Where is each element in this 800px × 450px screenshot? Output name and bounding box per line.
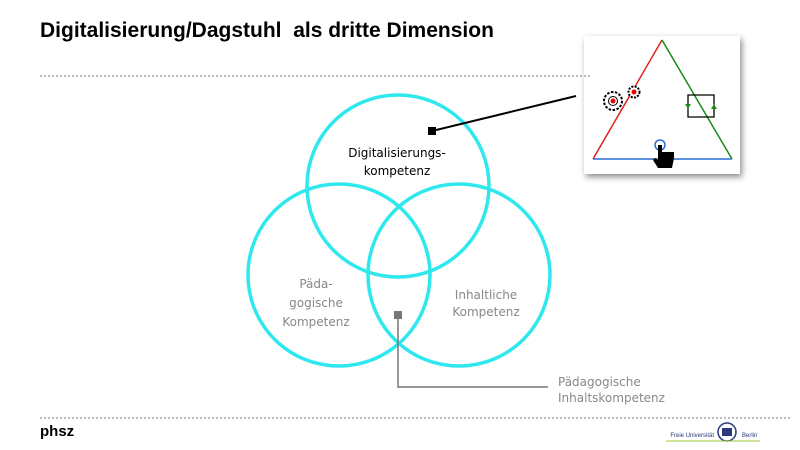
label-pik-2: Inhaltskompetenz <box>558 391 665 405</box>
slide-title: Digitalisierung/Dagstuhl als dritte Dime… <box>40 19 494 42</box>
cycle-arrows-icon <box>685 94 717 118</box>
label-paed-2: gogische <box>289 296 343 310</box>
gears-icon <box>603 85 641 111</box>
intersection-marker <box>394 311 402 319</box>
circle-inhaltlich <box>366 182 552 368</box>
label-inhalt-1: Inhaltliche <box>455 288 517 302</box>
label-digital-1: Digitalisierungs- <box>348 146 446 160</box>
label-pik-1: Pädagogische <box>558 375 641 389</box>
callout-marker <box>428 127 436 135</box>
svg-text:Berlin: Berlin <box>742 433 757 439</box>
touch-hand-icon <box>653 139 674 168</box>
phsz-logo: phsz <box>40 423 74 440</box>
label-paed-1: Päda- <box>299 277 332 291</box>
intersection-callout-line <box>397 319 548 388</box>
label-digital-2: kompetenz <box>364 164 431 178</box>
svg-text:Freie Universität: Freie Universität <box>670 433 714 439</box>
circle-digital <box>305 93 491 279</box>
label-paed-3: Kompetenz <box>282 315 349 329</box>
label-inhalt-2: Kompetenz <box>452 305 519 319</box>
fu-berlin-logo: Freie Universität Berlin <box>666 422 760 442</box>
callout-line <box>431 95 577 132</box>
circle-paedagogisch <box>246 182 432 368</box>
